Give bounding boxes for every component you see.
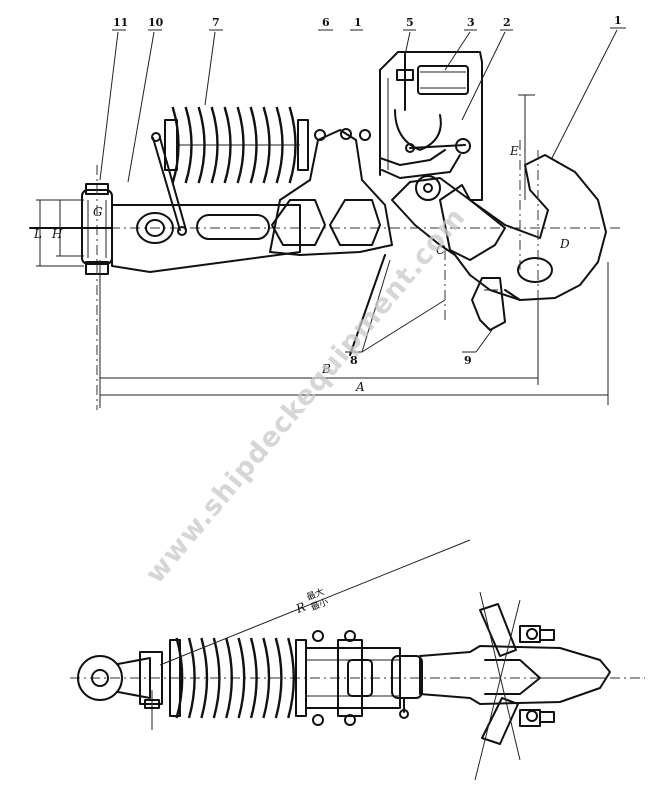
swing-radius-line (159, 539, 471, 666)
spring-coil (171, 106, 180, 184)
spring-coil (262, 106, 271, 184)
callout-2: 2 (503, 16, 511, 29)
callout-5: 5 (406, 16, 414, 29)
spring-coil (262, 637, 271, 719)
cam-plates (269, 128, 393, 256)
hook-pin (517, 257, 553, 283)
dim-label-R: R (293, 599, 308, 616)
callout-11: 11 (113, 16, 128, 29)
spring-coil (197, 106, 206, 184)
spring-coil (175, 637, 184, 719)
callout-7: 7 (212, 16, 220, 29)
spring-coil (223, 106, 232, 184)
spring-coil (212, 637, 221, 719)
spring-coil (237, 637, 246, 719)
dim-label-G: G (93, 205, 103, 219)
callout-10: 10 (148, 16, 164, 29)
callout-9: 9 (464, 354, 472, 367)
plan-body (305, 630, 423, 726)
spring-coil (249, 637, 258, 719)
dim-label-L: L (33, 227, 42, 241)
spring-coil (287, 637, 295, 719)
spring-coil (274, 637, 283, 719)
side-elevation-view: 11 10 7 6 1 5 3 2 1 8 9 L H G C D B A E (29, 14, 626, 410)
spring-coil (288, 106, 297, 184)
plan-hook-arm (419, 625, 611, 727)
callout-1-top: 1 (354, 16, 362, 29)
frame-strut (349, 254, 386, 356)
compression-spring (164, 106, 309, 184)
main-beam (29, 204, 301, 273)
callout-1-hook: 1 (614, 14, 622, 27)
spring-coil (200, 637, 209, 719)
release-housing (379, 51, 483, 201)
spring-coil (184, 106, 193, 184)
dim-label-B: B (321, 362, 331, 376)
dim-label-A: A (355, 380, 365, 394)
spring-coil (210, 106, 219, 184)
hook-body (391, 154, 607, 301)
dimension-lines (36, 94, 609, 408)
solenoid-3 (417, 65, 469, 95)
spring-coil (275, 106, 284, 184)
dim-label-D: D (559, 237, 570, 251)
callout-6: 6 (322, 16, 330, 29)
dim-label-E: E (509, 144, 519, 158)
plan-rollers (474, 591, 521, 781)
callout-3: 3 (467, 16, 475, 29)
dim-label-H: H (51, 227, 63, 241)
spring-coil (225, 637, 233, 719)
radius-label: R 最大 最小 (293, 585, 330, 616)
spring-coil (236, 106, 245, 184)
leader-lines (99, 27, 626, 353)
eye-end-pin (81, 165, 113, 410)
dim-label-C: C (436, 243, 445, 257)
spring-coil (249, 106, 258, 184)
callout-8: 8 (350, 354, 358, 367)
pawl (471, 277, 506, 331)
watermark: www.shipdeckequipment.com (140, 202, 472, 590)
plan-eye-end (77, 651, 163, 730)
spring-coil (187, 637, 196, 719)
